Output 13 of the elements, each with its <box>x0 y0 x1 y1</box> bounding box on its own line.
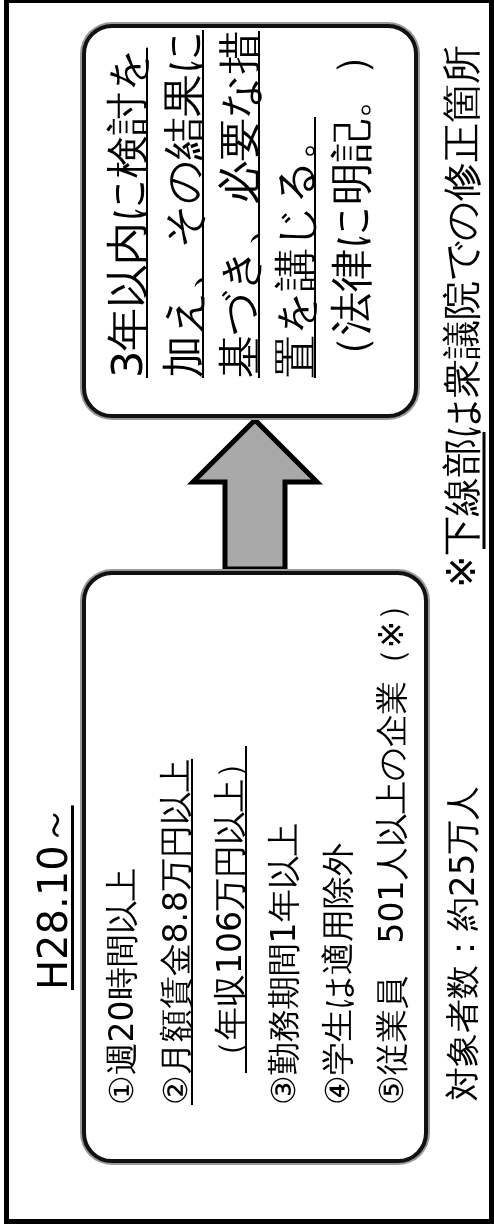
list-item: （年収106万円以上） <box>209 746 250 1073</box>
rounded-box <box>82 24 418 418</box>
caption-text: 対象者数：約25万人 <box>442 785 482 1101</box>
list-item: ⑤従業員 501人以上の企業（※） <box>371 587 412 1105</box>
list-item: ②月額賃金8.8万円以上 <box>155 758 196 1105</box>
list-item: ①週20時間以上 <box>101 868 142 1105</box>
body-text: 3年以内に検討を加え、その結果に基づき、必要な措置を講じる。 <box>101 29 321 378</box>
list-item: ④学生は適用除外 <box>317 843 358 1105</box>
note-text: ※下線部は衆議院での修正箇所 <box>440 45 484 588</box>
body-text: （法律に明記。） <box>325 32 377 378</box>
heading: H28.10～ <box>29 805 77 990</box>
list-item: ③勤務期間1年以上 <box>263 823 304 1105</box>
rounded-box <box>82 571 428 1163</box>
